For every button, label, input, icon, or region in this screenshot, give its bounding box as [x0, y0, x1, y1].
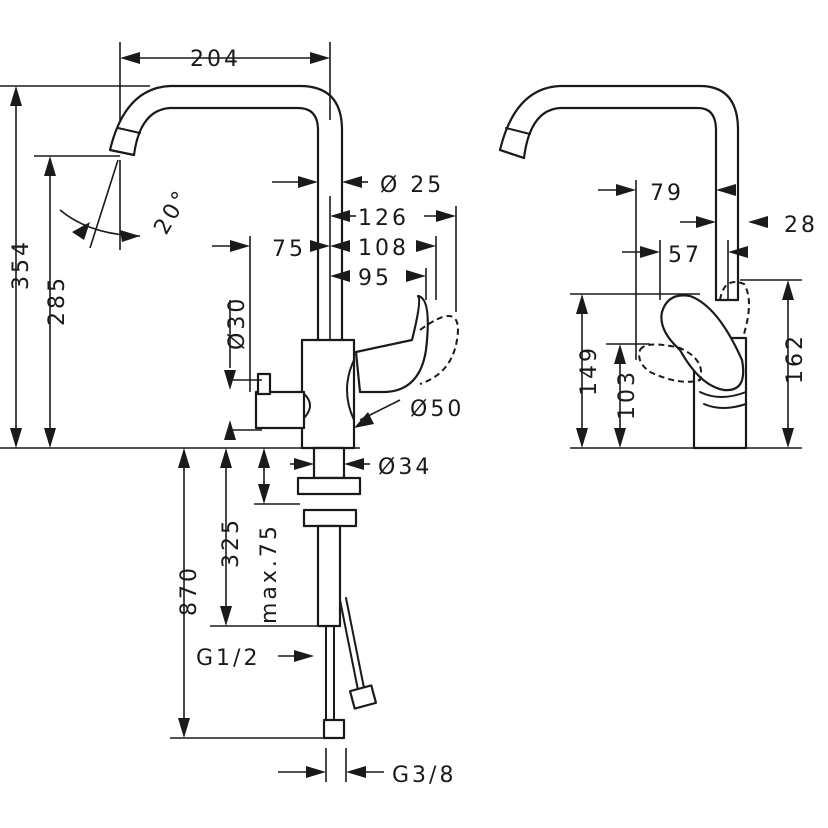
dim-body-50: Ø50	[410, 397, 464, 422]
dim-reach-108: 108	[358, 236, 409, 261]
spout-tip	[109, 127, 141, 156]
hose-right	[339, 597, 365, 691]
threaded-rod	[316, 524, 342, 628]
side-knob	[254, 390, 306, 430]
dim-knob-30: Ø30	[225, 296, 250, 350]
dim-offset-75: 75	[272, 237, 306, 262]
dim-side-28: 28	[784, 213, 818, 238]
side-knob-cap	[256, 372, 272, 396]
dim-width-204: 204	[190, 47, 241, 72]
dim-side-79: 79	[650, 181, 684, 206]
side-lever	[660, 294, 745, 392]
hose-right-end	[348, 684, 378, 710]
dim-outlet-285: 285	[45, 275, 70, 326]
dim-side-103: 103	[615, 369, 640, 420]
lever-alt-position	[419, 315, 460, 385]
front-view	[108, 84, 460, 740]
dim-side-162: 162	[783, 333, 808, 384]
dim-thread-g38: G3/8	[392, 763, 456, 788]
spout-outer	[108, 84, 344, 347]
dim-max-75: max.75	[257, 523, 282, 624]
dim-thread-g12: G1/2	[196, 646, 260, 671]
side-lever-low	[638, 343, 702, 383]
dim-reach-95: 95	[358, 266, 392, 291]
dim-pipe-25: Ø 25	[380, 173, 444, 198]
dim-side-57: 57	[668, 243, 702, 268]
dim-side-149: 149	[577, 345, 602, 396]
dim-reach-126: 126	[358, 206, 409, 231]
lever-handle	[354, 294, 429, 394]
dim-angle-20: 20°	[150, 185, 196, 239]
dim-height-354: 354	[9, 239, 34, 290]
dim-depth-325: 325	[219, 517, 244, 568]
dim-shank-34: Ø34	[378, 455, 432, 480]
hose-left	[325, 625, 335, 721]
hose-left-end	[322, 718, 346, 740]
dim-hose-870: 870	[177, 565, 202, 616]
side-lever-alt	[719, 281, 750, 335]
mount-nut	[302, 508, 358, 528]
mount-plate	[296, 476, 362, 496]
shank	[312, 446, 346, 480]
mixer-body	[300, 338, 356, 450]
